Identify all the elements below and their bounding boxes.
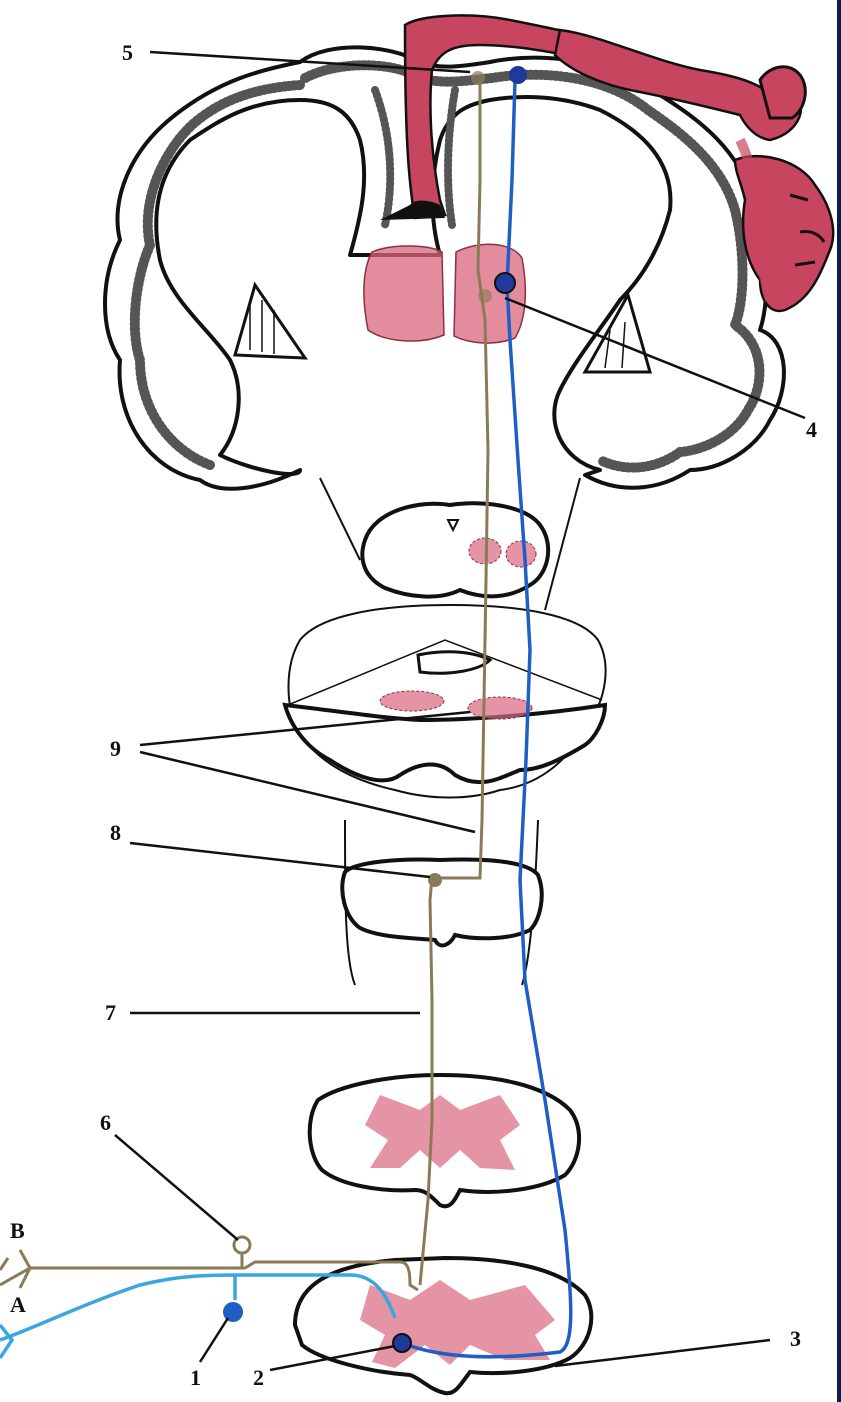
medulla-outline: [342, 860, 541, 946]
homunculus-leg: [405, 15, 580, 218]
label-8: 8: [110, 820, 121, 845]
pons-lemniscus-left: [380, 691, 444, 711]
label-7: 7: [105, 1000, 116, 1025]
medulla-section: [342, 820, 541, 985]
left-lateral-ventricle: [235, 285, 305, 358]
label-4: 4: [806, 417, 817, 442]
label-B: B: [10, 1218, 25, 1243]
pons-section: [285, 605, 606, 798]
midbrain-section: [320, 478, 580, 610]
pons-lemniscus-right: [468, 697, 532, 719]
right-edge-bar: [837, 0, 841, 1402]
label-A: A: [10, 1292, 26, 1317]
label-2: 2: [253, 1365, 264, 1390]
label-3: 3: [790, 1326, 801, 1351]
dorsal-horn-neuron: [393, 1334, 411, 1352]
thalamus-left: [364, 246, 444, 341]
thalamic-neuron-olive: [478, 289, 492, 303]
label-6: 6: [100, 1110, 111, 1135]
label-1: 1: [190, 1365, 201, 1390]
spinal-cord-lower: [295, 1258, 591, 1393]
spinal-cord-upper: [310, 1075, 579, 1206]
thalamic-neuron-blue: [495, 273, 515, 293]
midbrain-nucleus-right: [506, 541, 536, 567]
cortical-neuron-olive: [471, 71, 485, 85]
label-5: 5: [122, 40, 133, 65]
cortical-neuron-blue: [509, 66, 527, 84]
spinal-cord-upper-grey-matter: [365, 1095, 520, 1170]
cerebrum-section: [105, 47, 784, 488]
homunculus-hand: [760, 67, 805, 118]
label-9: 9: [110, 736, 121, 761]
